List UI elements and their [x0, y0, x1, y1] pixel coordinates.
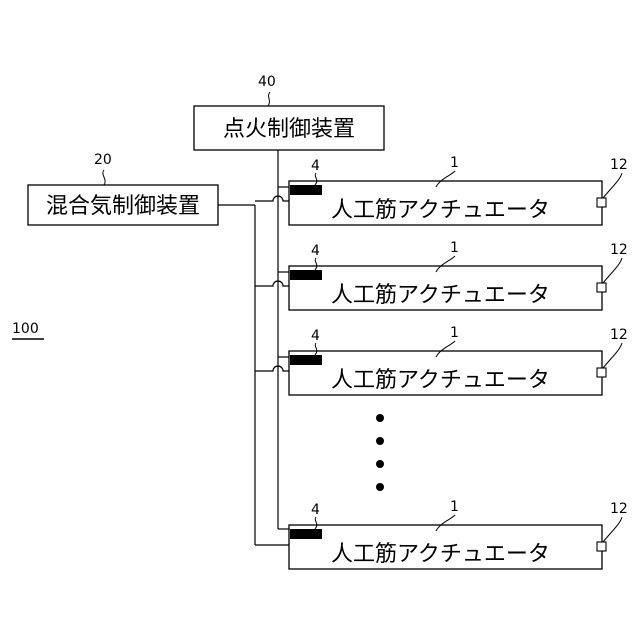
ellipsis-dot	[376, 460, 384, 468]
ellipsis-dot	[376, 437, 384, 445]
port-square	[597, 368, 606, 377]
ignition-controller-leader	[268, 92, 270, 106]
mixture-controller-leader	[103, 170, 105, 185]
mixture-controller-ref: 20	[94, 152, 112, 168]
actuator-ref: 1	[450, 155, 459, 171]
mixture-branch-line	[255, 196, 289, 201]
port-ref: 12	[610, 327, 628, 343]
ellipsis-dot	[376, 414, 384, 422]
igniter-block	[290, 270, 322, 280]
actuator-ref: 1	[450, 499, 459, 515]
actuator-group-container: 人工筋アクチュエータ 4 1 12 人工筋アクチュエータ 4 1 12 人工筋アクチュエータ 4 1…	[255, 155, 628, 569]
mixture-branch-line	[255, 366, 289, 371]
igniter-block	[290, 355, 322, 365]
port-leader	[603, 173, 622, 198]
ignition-controller-ref: 40	[258, 74, 276, 90]
igniter-ref: 4	[311, 158, 320, 174]
actuator-label: 人工筋アクチュエータ	[331, 542, 550, 567]
port-ref: 12	[610, 501, 628, 517]
port-square	[597, 283, 606, 292]
igniter-block	[290, 185, 322, 195]
igniter-ref: 4	[311, 502, 320, 518]
figure-ref-label: 100	[12, 321, 39, 337]
igniter-ref: 4	[311, 328, 320, 344]
actuator-label: 人工筋アクチュエータ	[331, 198, 550, 223]
port-leader	[603, 517, 622, 542]
actuator-ref: 1	[450, 240, 459, 256]
port-square	[597, 542, 606, 551]
port-leader	[603, 258, 622, 283]
ellipsis-dots	[376, 414, 384, 491]
mixture-branch-line	[255, 281, 289, 286]
mixture-controller-label: 混合気制御装置	[46, 194, 200, 219]
ellipsis-dot	[376, 483, 384, 491]
port-ref: 12	[610, 157, 628, 173]
actuator-ref: 1	[450, 325, 459, 341]
port-leader	[603, 343, 622, 368]
ignition-controller-label: 点火制御装置	[223, 117, 355, 142]
port-ref: 12	[610, 242, 628, 258]
igniter-ref: 4	[311, 243, 320, 259]
igniter-block	[290, 529, 322, 539]
actuator-label: 人工筋アクチュエータ	[331, 283, 550, 308]
port-square	[597, 198, 606, 207]
actuator-label: 人工筋アクチュエータ	[331, 368, 550, 393]
